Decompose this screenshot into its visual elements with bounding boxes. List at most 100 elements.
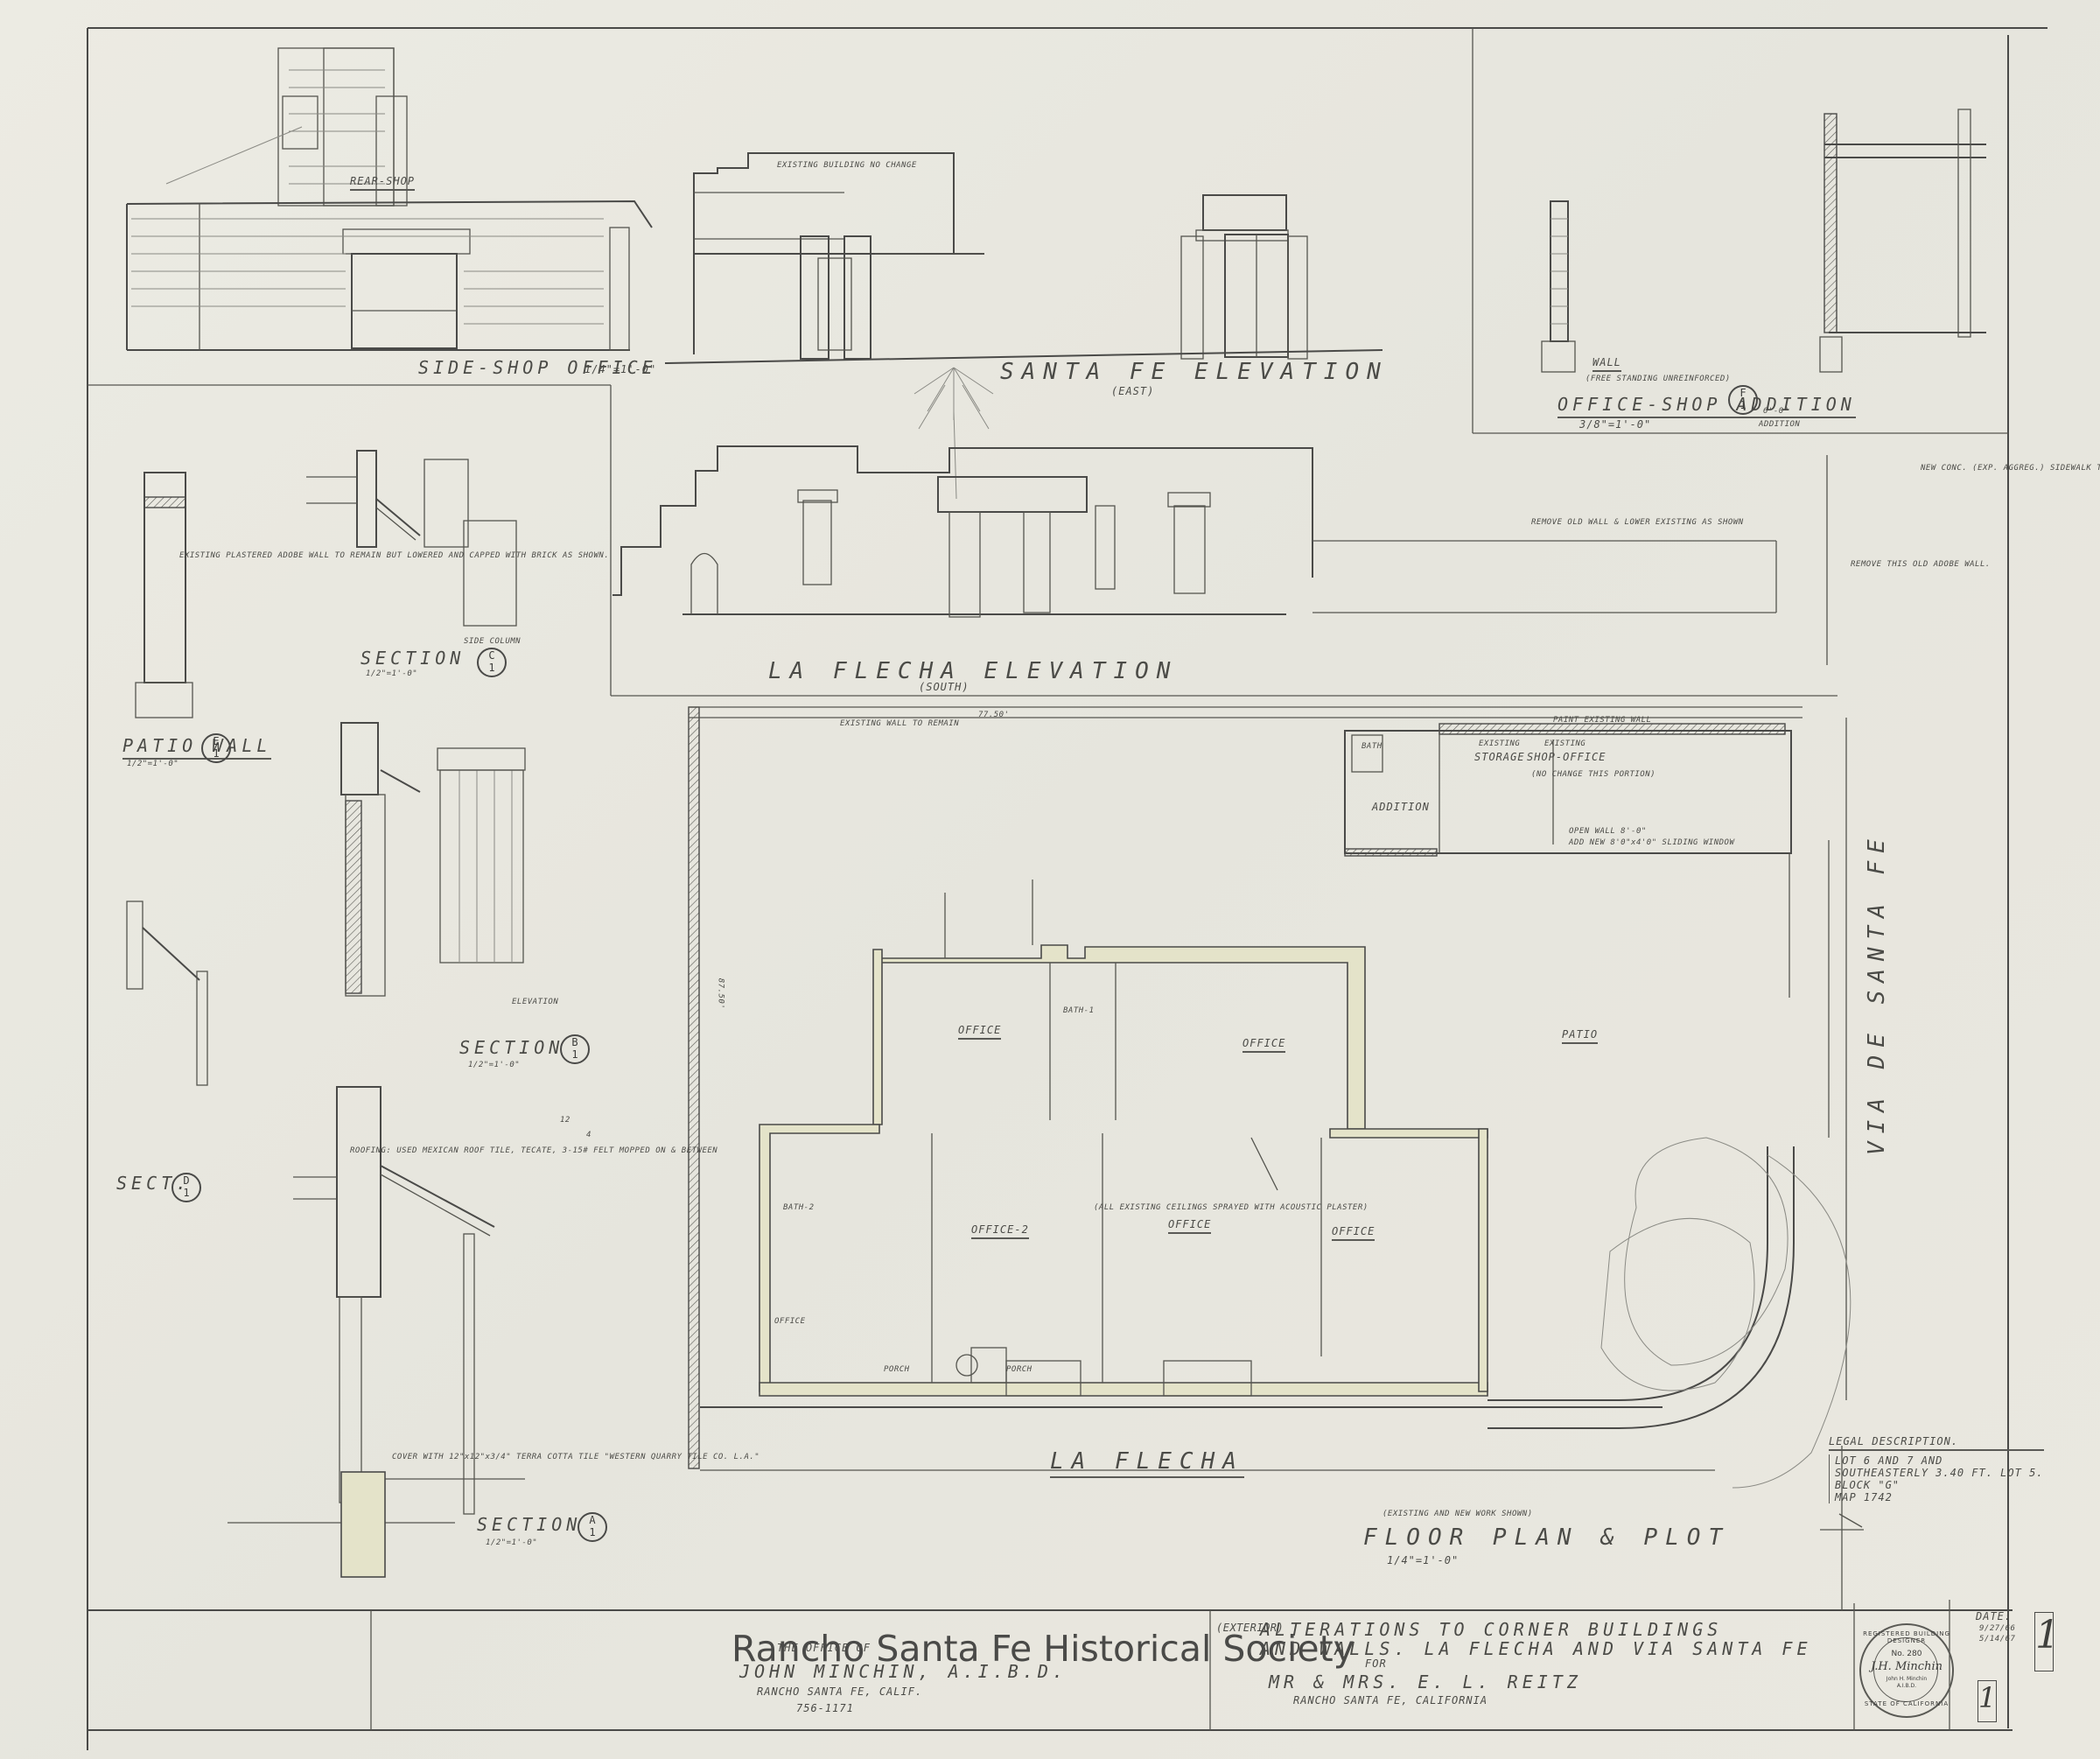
pitch-run: 4 (586, 1131, 592, 1139)
project-for: FOR (1365, 1657, 1387, 1670)
title-la-flecha-elevation: LA FLECHA ELEVATION (768, 658, 1179, 684)
client-name: MR & MRS. E. L. REITZ (1269, 1671, 1582, 1692)
floor-plan (688, 706, 1864, 1610)
section-a-detail (228, 1086, 525, 1578)
designer-location: RANCHO SANTA FE, CALIF. (757, 1685, 923, 1698)
room-office-2b: OFFICE-2 (971, 1223, 1029, 1239)
room-office-2: OFFICE (1242, 1037, 1286, 1053)
dim-77-50: 77.50' (978, 711, 1010, 719)
subtitle-la-flecha-elevation: (SOUTH) (919, 681, 970, 693)
note-sliding-window: ADD NEW 8'0"x4'0" SLIDING WINDOW (1569, 838, 1735, 847)
project-line-1: ALTERATIONS TO CORNER BUILDINGS (1260, 1619, 1723, 1640)
room-shop-office-prefix: EXISTING (1544, 739, 1586, 748)
room-storage: STORAGE (1474, 751, 1525, 763)
note-patio-wall: EXISTING PLASTERED ADOBE WALL TO REMAIN … (179, 551, 610, 560)
legal-line: LOT 6 AND 7 AND (1835, 1454, 1943, 1467)
scale-section-c: 1/2"=1'-0" (366, 669, 418, 678)
note-free-standing: (FREE STANDING UNREINFORCED) (1586, 375, 1731, 383)
room-office-1: OFFICE (958, 1024, 1002, 1040)
legal-line: SOUTHEASTERLY 3.40 FT. LOT 5. (1835, 1467, 2044, 1479)
scale-patio-wall: 1/2"=1'-0" (127, 760, 179, 768)
legal-description: LEGAL DESCRIPTION. LOT 6 AND 7 AND SOUTH… (1829, 1435, 2044, 1503)
label-side-column: SIDE COLUMN (464, 637, 522, 646)
subtitle-santa-fe-elevation: (EAST) (1111, 385, 1155, 397)
legal-line: MAP 1742 (1835, 1491, 1893, 1503)
section-b-detail (126, 722, 526, 1086)
scale-section-a: 1/2"=1'-0" (486, 1538, 538, 1547)
palm-tree-sketch (914, 367, 994, 500)
note-remove-adobe-wall: REMOVE THIS OLD ADOBE WALL. (1851, 560, 1991, 569)
scale-section-b: 1/2"=1'-0" (468, 1061, 521, 1069)
room-porch-new: PORCH (884, 1365, 910, 1374)
dim-87-50: 87.50' (716, 978, 725, 1010)
floor-plan-scale: 1/4"=1'-0" (1387, 1554, 1460, 1566)
note-no-change: (NO CHANGE THIS PORTION) (1531, 770, 1656, 779)
seal-number: No. 280 (1891, 1650, 1922, 1658)
section-c-detail (135, 450, 517, 718)
note-paint-existing-wall: PAINT EXISTING WALL (1553, 716, 1652, 725)
room-bath-1: BATH-1 (1063, 1006, 1095, 1015)
room-storage-prefix: EXISTING (1479, 739, 1521, 748)
watermark: Rancho Santa Fe Historical Society (732, 1628, 1354, 1670)
room-shop-office: SHOP-OFFICE (1527, 751, 1606, 763)
room-office-3: OFFICE (1168, 1218, 1212, 1234)
seal-top-text: REGISTERED BUILDING DESIGNER (1863, 1630, 1950, 1644)
note-roofing: ROOFING: USED MEXICAN ROOF TILE, TECATE,… (350, 1146, 718, 1155)
date-2: 5/14/67 (1979, 1635, 2016, 1643)
legal-line: BLOCK "G" (1835, 1479, 1900, 1491)
label-wall: WALL (1592, 356, 1621, 372)
note-acoustic-plaster: (ALL EXISTING CEILINGS SPRAYED WITH ACOU… (1094, 1203, 1368, 1212)
title-section-a: SECTION (477, 1514, 582, 1535)
room-office-4: OFFICE (1332, 1225, 1376, 1241)
project-line-2: AND WALLS. LA FLECHA AND VIA SANTA FE (1260, 1638, 1812, 1659)
label-addition: ADDITION (1759, 420, 1801, 429)
pitch-rise: 12 (560, 1116, 570, 1125)
note-new-sidewalk: NEW CONC. (EXP. AGGREG.) SIDEWALK TO FL. (1921, 464, 2100, 473)
room-addition: ADDITION (1372, 801, 1430, 813)
title-section-c: SECTION (360, 648, 466, 669)
floor-plan-subtitle: (EXISTING AND NEW WORK SHOWN) (1382, 1510, 1533, 1518)
date-1: 9/27/66 (1979, 1624, 2016, 1633)
la-flecha-elevation (612, 445, 1828, 665)
note-existing-wall-remain: EXISTING WALL TO REMAIN (840, 719, 960, 728)
label-elevation: ELEVATION (512, 998, 559, 1006)
designer-name: JOHN MINCHIN, A.I.B.D. (739, 1661, 1068, 1682)
street-via-de-santa-fe: VIA DE SANTA FE (1864, 831, 1890, 1155)
room-bath-existing: BATH (1362, 742, 1382, 751)
floor-plan-title: FLOOR PLAN & PLOT (1363, 1524, 1731, 1551)
scale-side-shop-office: 1/4"=1'-0" (584, 363, 657, 375)
street-la-flecha: LA FLECHA (1050, 1448, 1244, 1478)
note-existing-building: EXISTING BUILDING NO CHANGE (777, 161, 917, 170)
side-shop-office-elevation (126, 47, 653, 351)
room-porch-existing: PORCH (1006, 1365, 1032, 1374)
room-office-5: OFFICE (774, 1317, 806, 1326)
seal-signature: J.H. Minchin (1871, 1660, 1942, 1673)
note-remove-old-wall: REMOVE OLD WALL & LOWER EXISTING AS SHOW… (1531, 518, 1744, 527)
title-santa-fe-elevation: SANTA FE ELEVATION (1000, 359, 1389, 385)
seal-suffix: A.I.B.D. (1896, 1683, 1917, 1689)
title-section-b: SECTION (459, 1037, 564, 1058)
sheet-number: 1 (2034, 1612, 2060, 1671)
scale-office-shop-addition: 3/8"=1'-0" (1579, 418, 1652, 431)
registered-designer-seal: REGISTERED BUILDING DESIGNER No. 280 J.H… (1859, 1623, 1954, 1718)
dim-addition-width: 6'-0" (1763, 407, 1789, 416)
title-side-shop-office: SIDE-SHOP OFFICE (418, 357, 657, 378)
office-of: THE OFFICE OF (777, 1642, 871, 1654)
title-patio-wall: PATIO WALL (122, 735, 272, 760)
seal-name: John H. Minchin (1886, 1676, 1928, 1682)
room-patio: PATIO (1562, 1028, 1599, 1044)
santa-fe-elevation (664, 152, 1383, 364)
seal-bottom-text: STATE OF CALIFORNIA (1864, 1700, 1950, 1707)
title-office-shop-addition: OFFICE-SHOP ADDITION (1558, 394, 1856, 418)
date-label: DATE: (1976, 1610, 2012, 1622)
office-shop-addition-section (1541, 109, 1986, 373)
label-rear-shop: REAR-SHOP (350, 175, 416, 191)
note-terra-cotta: COVER WITH 12"x12"x3/4" TERRA COTTA TILE… (392, 1453, 760, 1461)
